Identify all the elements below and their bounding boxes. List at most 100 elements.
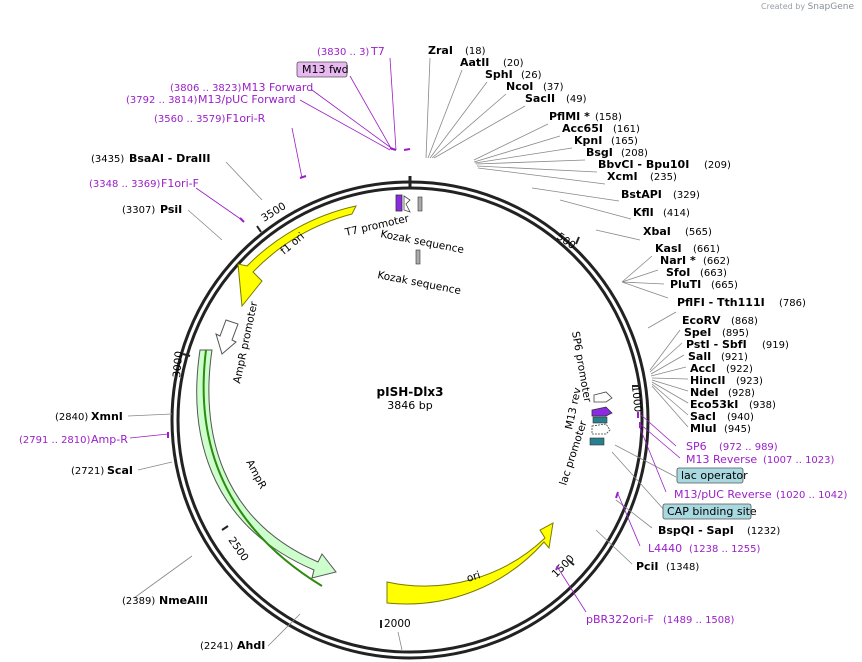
site-saci: SacI (690, 410, 716, 423)
site-acc65i: Acc65I (562, 122, 603, 135)
site-kpni: KpnI (574, 134, 602, 147)
site-nari: NarI * (660, 254, 696, 267)
site-bsgi-pos: (208) (621, 148, 648, 159)
site-bstapi: BstAPI (621, 188, 662, 201)
site-kasi-pos: (661) (693, 244, 720, 255)
m13-rev-feature[interactable] (591, 406, 613, 417)
site-ahdi: AhdI (237, 639, 265, 652)
site-pflmi-pos: (158) (595, 112, 622, 123)
lac-operator-label: lac operator (681, 469, 748, 482)
primer-sp6-range: (972 .. 989) (719, 442, 778, 453)
primer-f1ori-f-range: (3348 .. 3369) (89, 179, 161, 190)
m13-fwd-label: M13 fwd (302, 63, 349, 76)
site-sfoi: SfoI (666, 266, 690, 279)
primer-t7-range: (3830 .. 3) (317, 47, 369, 58)
credit: Created by SnapGene (761, 2, 854, 12)
site-pflfi: PflFI - Tth111I (677, 296, 765, 309)
lac-operator-feature[interactable] (592, 416, 608, 424)
f1-ori-feature[interactable] (237, 205, 357, 308)
site-aatii-pos: (20) (503, 58, 524, 69)
tick-1000: 1000 (629, 385, 644, 413)
site-pcii-pos: (1348) (666, 562, 699, 573)
site-bsgi: BsgI (586, 146, 613, 159)
ori-feature[interactable] (386, 522, 554, 605)
tick-2500: 2500 (226, 535, 251, 564)
primer-pbr322ori-f: pBR322ori-F (586, 613, 654, 626)
site-pluti: PluTI (670, 278, 701, 291)
site-nmeaiii-pos: (2389) (122, 596, 155, 607)
ampr-promoter-feature[interactable] (215, 319, 239, 355)
primer-l4440: L4440 (648, 542, 682, 555)
tick-3500: 3500 (259, 200, 288, 224)
primer-leader-lines (129, 57, 681, 613)
primer-m13puc-rev-range: (1020 .. 1042) (776, 490, 848, 501)
primer-ampr-range: (2791 .. 2810) (19, 435, 91, 446)
credit-prefix: Created by (761, 2, 806, 11)
cap-site-label: CAP binding site (667, 505, 757, 518)
primer-m13puc-fwd-range: (3792 .. 3814) (126, 95, 198, 106)
tick-2000: 2000 (384, 618, 411, 630)
site-bstapi-pos: (329) (673, 190, 700, 201)
tick-3000: 3000 (171, 351, 185, 379)
site-zrai-pos: (18) (465, 46, 486, 57)
site-psii-pos: (3307) (122, 205, 155, 216)
site-pflfi-pos: (786) (779, 298, 806, 309)
site-ecorv-pos: (868) (731, 316, 758, 327)
primer-m13fwd: M13 Forward (242, 81, 313, 94)
cap-site-box[interactable] (662, 503, 752, 520)
primer-m13puc-fwd: M13/pUC Forward (198, 93, 296, 106)
lac-operator-box[interactable] (676, 467, 744, 484)
site-sacii: SacII (525, 92, 555, 105)
primer-f1ori-f: F1ori-F (161, 177, 199, 190)
site-xcmi-pos: (235) (650, 172, 677, 183)
site-sphi: SphI (485, 68, 513, 81)
site-hincii-pos: (923) (736, 376, 763, 387)
t7-promoter-feature[interactable] (395, 194, 403, 212)
site-eco53ki: Eco53kI (690, 398, 738, 411)
primer-m13puc-rev: M13/pUC Reverse (674, 488, 772, 501)
site-ahdi-pos: (2241) (200, 641, 233, 652)
primer-l4440-range: (1238 .. 1255) (689, 544, 761, 555)
primer-m13rev-range: (1007 .. 1023) (763, 455, 835, 466)
primer-f1ori-r: F1ori-R (226, 112, 266, 125)
snapgene-logo: SnapGene (807, 2, 854, 12)
site-bbvci: BbvCI - Bpu10I (598, 158, 689, 171)
plasmid-name: pISH-Dlx3 (377, 385, 444, 399)
site-bsaai: BsaAI - DraIII (129, 152, 210, 165)
leader-lines (127, 57, 689, 651)
primer-sp6: SP6 (686, 440, 707, 453)
site-aatii: AatII (460, 56, 489, 69)
site-ndei-pos: (928) (728, 388, 755, 399)
site-nmeaiii: NmeAIII (159, 594, 208, 607)
kozak-feature-1[interactable] (417, 196, 423, 212)
site-ncoi-pos: (37) (543, 82, 564, 93)
site-acci-pos: (922) (726, 364, 753, 375)
site-bspqi-pos: (1232) (747, 526, 780, 537)
kozak-feature-2[interactable] (415, 249, 421, 265)
primer-m13fwd-range: (3806 .. 3823) (170, 83, 242, 94)
site-acc65i-pos: (161) (613, 124, 640, 135)
site-xmni: XmnI (91, 410, 123, 423)
ampr-feature[interactable] (196, 349, 337, 579)
site-spei-pos: (895) (722, 328, 749, 339)
site-acci: AccI (690, 362, 716, 375)
primer-t7: T7 (370, 45, 385, 58)
site-hincii: HincII (690, 374, 726, 387)
m13-fwd-box[interactable] (296, 61, 348, 78)
site-kfli-pos: (414) (663, 208, 690, 219)
site-ncoi: NcoI (506, 80, 533, 93)
site-sphi-pos: (26) (521, 70, 542, 81)
t7-arrow-icon (403, 195, 411, 213)
primer-pbr322ori-f-range: (1489 .. 1508) (663, 615, 735, 626)
site-spei: SpeI (684, 326, 711, 339)
site-pluti-pos: (665) (711, 280, 738, 291)
site-kfli: KflI (633, 206, 654, 219)
sp6-promoter-feature[interactable] (593, 391, 613, 403)
site-labels-right: ZraI(18) AatII(20) SphI(26) NcoI(37) Sac… (428, 44, 806, 573)
site-psti: PstI - SbfI (686, 338, 747, 351)
site-labels-left: (2241)AhdI (2389)NmeAIII (2721)ScaI (284… (55, 152, 265, 652)
cap-site-feature[interactable] (589, 437, 605, 446)
lac-promoter-feature[interactable] (591, 423, 611, 435)
site-pflmi: PflMI * (549, 110, 590, 123)
